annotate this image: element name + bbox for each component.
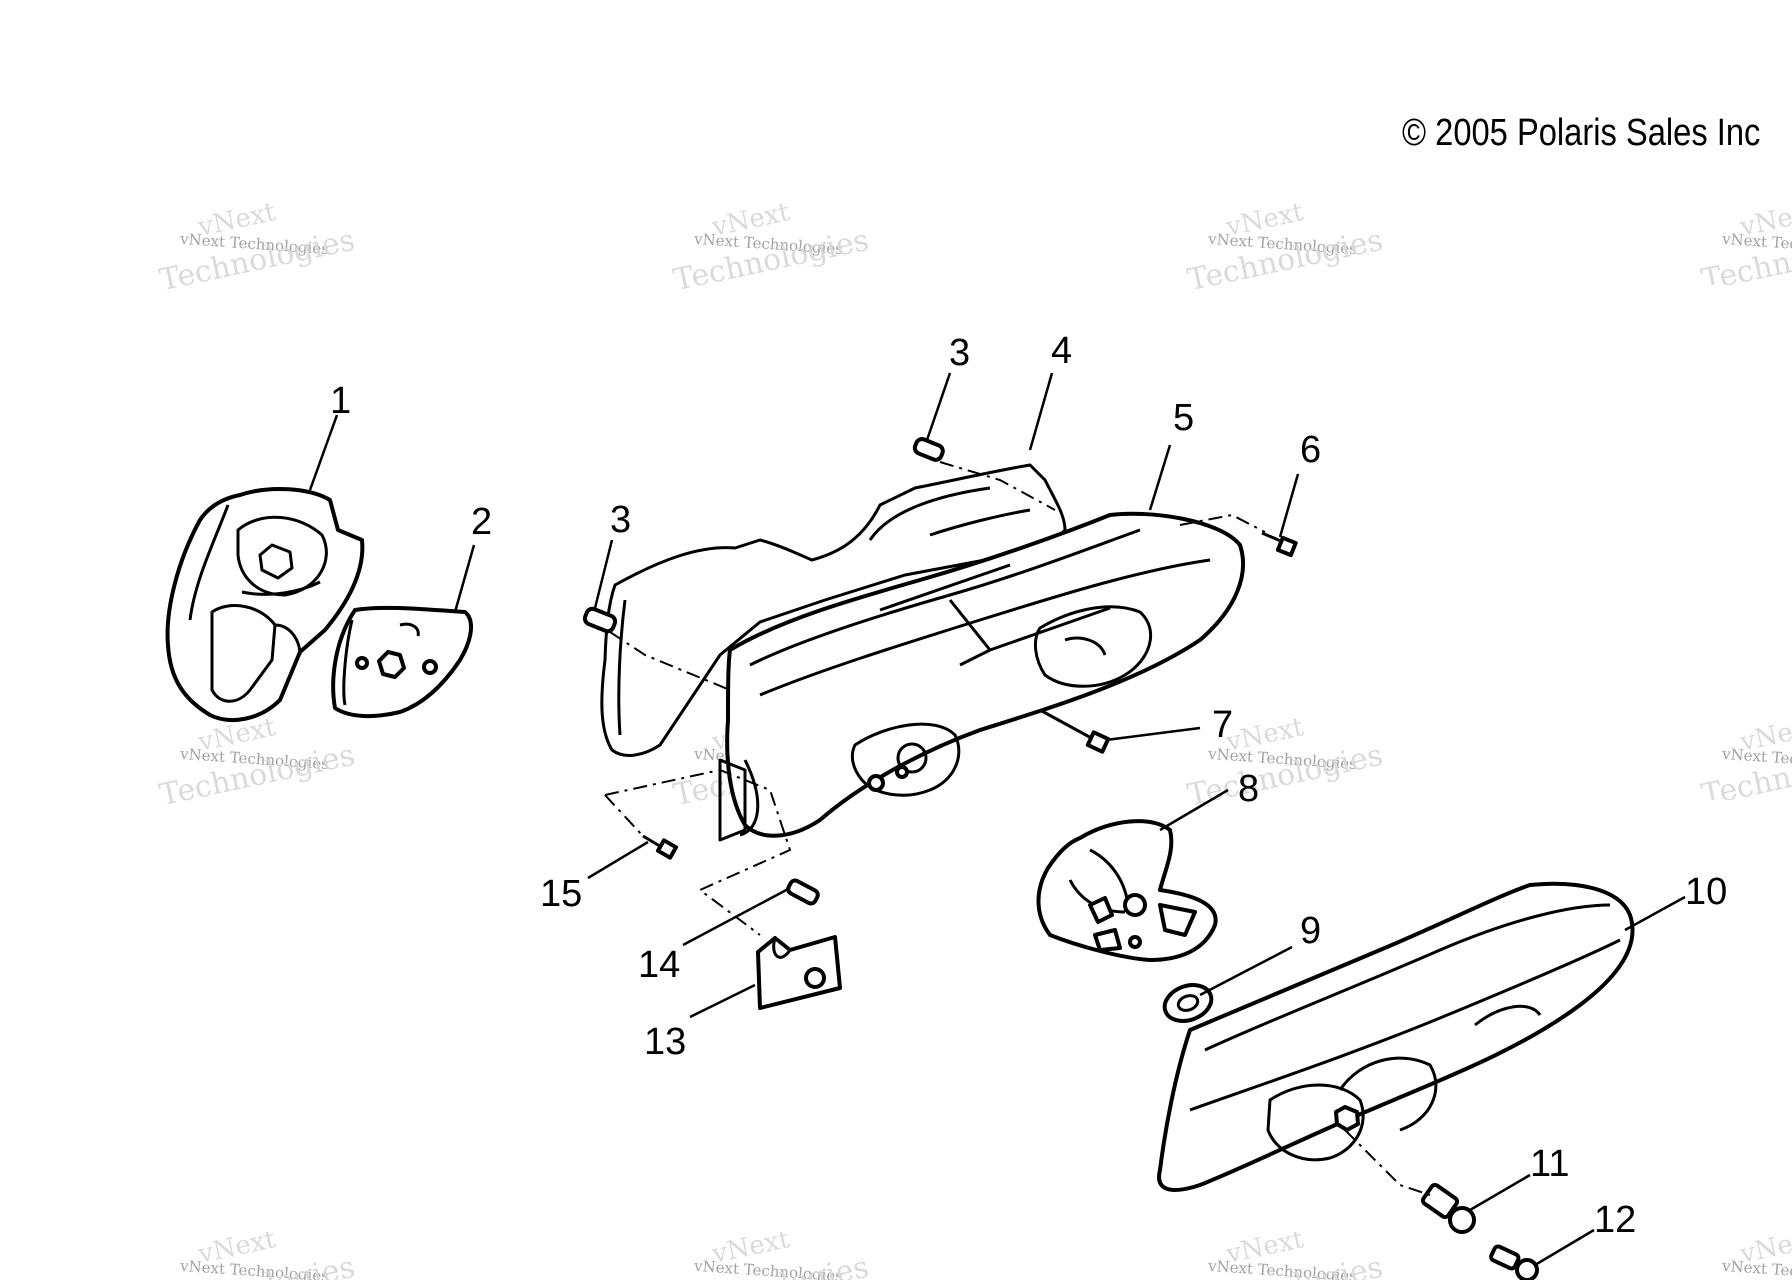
callout-13: 13 bbox=[644, 1021, 686, 1063]
callout-10: 10 bbox=[1685, 871, 1727, 913]
callout-1: 1 bbox=[330, 380, 351, 422]
callout-12: 12 bbox=[1594, 1199, 1636, 1241]
callout-14: 14 bbox=[638, 944, 680, 986]
callout-4: 4 bbox=[1051, 330, 1072, 372]
part-12-screw[interactable] bbox=[1489, 1244, 1539, 1280]
copyright-notice: © 2005 Polaris Sales Inc bbox=[1402, 112, 1761, 154]
part-2-cover-plate[interactable] bbox=[331, 605, 473, 719]
callout-8: 8 bbox=[1238, 768, 1259, 810]
part-15-bolt[interactable] bbox=[642, 834, 679, 860]
part-1-inner-cover[interactable] bbox=[165, 486, 365, 722]
part-11-bolt[interactable] bbox=[1420, 1182, 1476, 1234]
part-7-bolt[interactable] bbox=[1039, 708, 1111, 754]
callout-labels: 1 2 3 3 4 5 6 7 8 9 10 11 12 13 14 15 bbox=[330, 330, 1727, 1241]
callout-9: 9 bbox=[1300, 910, 1321, 952]
part-5-crankcase-cover[interactable] bbox=[718, 511, 1246, 842]
callout-15: 15 bbox=[540, 873, 582, 915]
callout-5: 5 bbox=[1173, 397, 1194, 439]
alignment-lines bbox=[604, 461, 1431, 1196]
part-8-plate[interactable] bbox=[1036, 819, 1218, 962]
part-10-outer-cover[interactable] bbox=[1157, 881, 1635, 1192]
part-4-gasket[interactable] bbox=[600, 463, 1067, 757]
leader-lines bbox=[308, 372, 1686, 1267]
part-3-dowel-pin-top[interactable] bbox=[912, 437, 945, 462]
callout-6: 6 bbox=[1300, 429, 1321, 471]
part-3-dowel-pin-left[interactable] bbox=[582, 606, 618, 634]
callout-3-top: 3 bbox=[949, 332, 970, 374]
callout-2: 2 bbox=[471, 501, 492, 543]
part-14-dowel-pin[interactable] bbox=[786, 878, 820, 906]
callout-11: 11 bbox=[1530, 1143, 1569, 1185]
part-13-bracket[interactable] bbox=[756, 935, 842, 1010]
callout-3-left: 3 bbox=[610, 499, 631, 541]
callout-7: 7 bbox=[1212, 704, 1233, 746]
part-9-washer[interactable] bbox=[1160, 979, 1217, 1027]
part-6-bolt[interactable] bbox=[1261, 531, 1298, 558]
